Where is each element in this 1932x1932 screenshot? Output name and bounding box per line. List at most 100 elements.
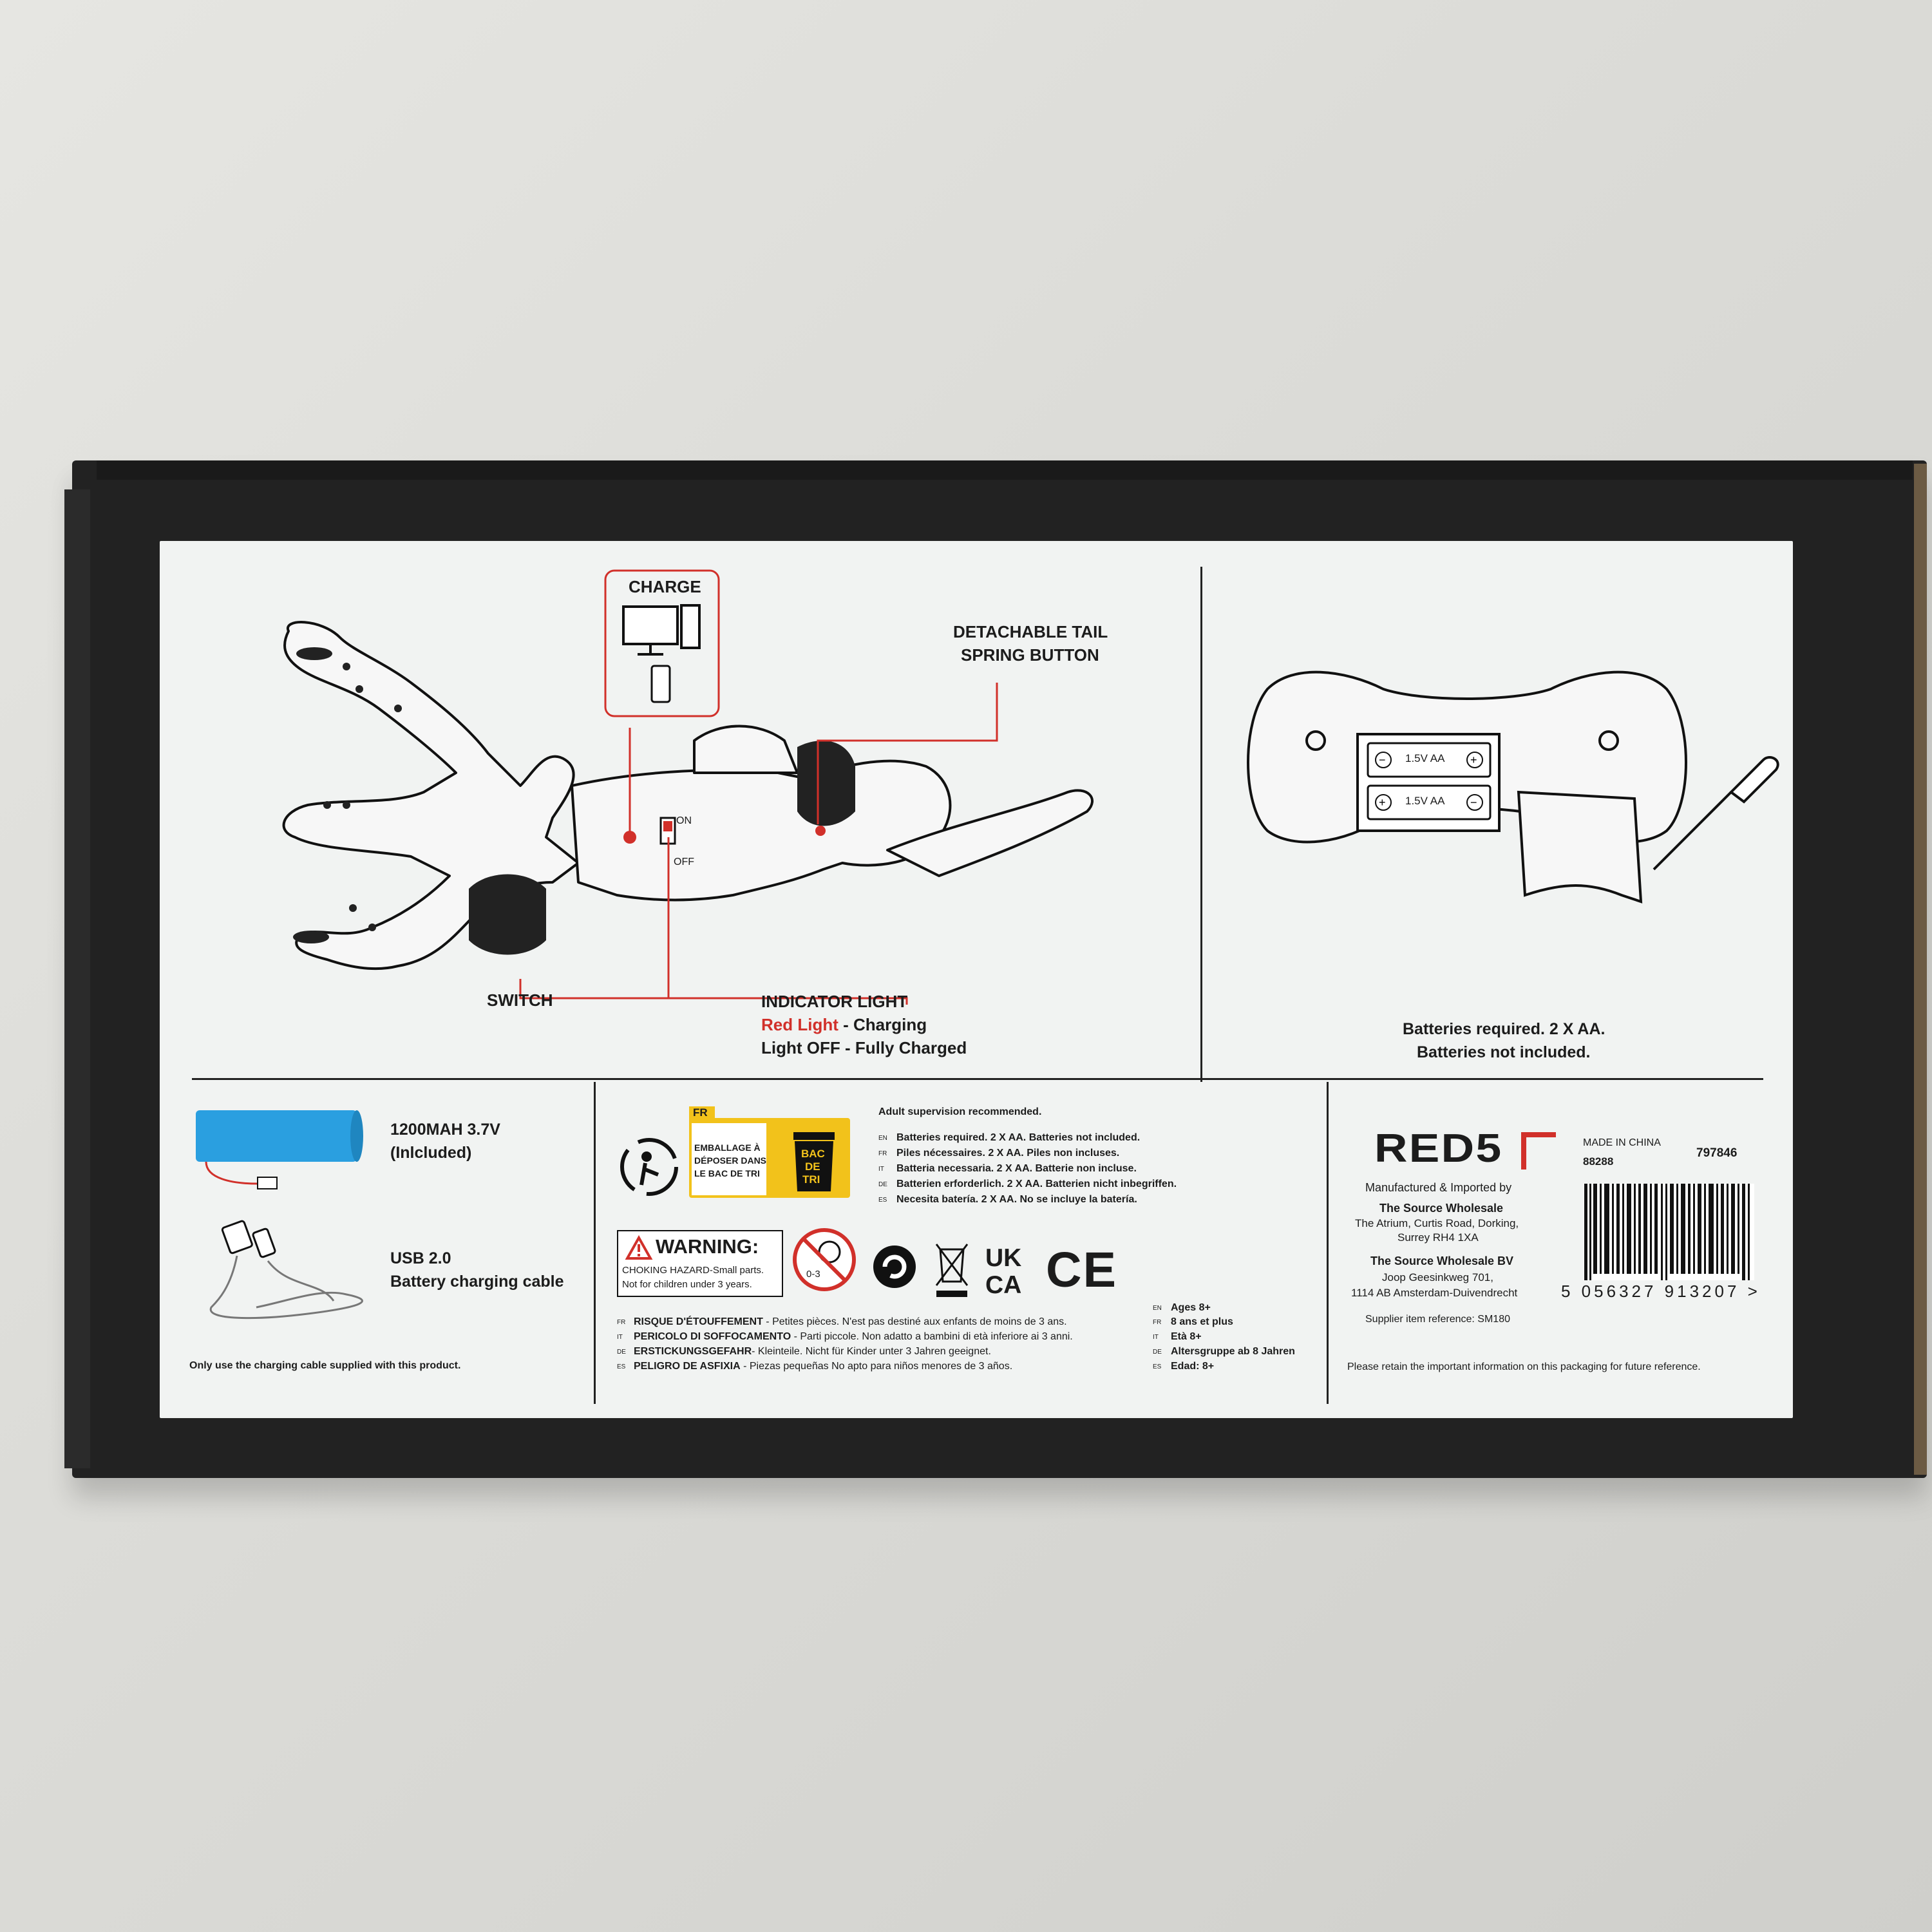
switch-on-label: ON <box>676 815 692 826</box>
indicator-off-line: Light OFF - Fully Charged <box>761 1038 967 1057</box>
choking-de-code: DE <box>617 1349 626 1356</box>
uk-address-1: The Atrium, Curtis Road, Dorking, <box>1355 1217 1519 1229</box>
remote-batteries-not-included: Batteries not included. <box>1417 1043 1591 1061</box>
battery-line-es-code: ES <box>878 1197 887 1204</box>
retain-info-note: Please retain the important information … <box>1347 1361 1701 1372</box>
battery-line-de-code: DE <box>878 1181 887 1188</box>
dinosaur-toy-diagram <box>282 621 1094 1005</box>
remote-control-diagram: − + + − <box>1247 670 1779 904</box>
battery-capacity-label: 1200MAH 3.7V <box>390 1121 500 1139</box>
recycle-text-1: EMBALLAGE À <box>694 1142 761 1153</box>
warning-line2: Not for children under 3 years. <box>622 1279 752 1290</box>
eu-address-1: Joop Geesinkweg 701, <box>1382 1271 1493 1283</box>
red5-logo-accent <box>1521 1132 1556 1170</box>
choking-fr: RISQUE D'ÉTOUFFEMENT - Petites pièces. N… <box>634 1316 1067 1327</box>
age-en: Ages 8+ <box>1171 1302 1211 1313</box>
tail-label-line2: SPRING BUTTON <box>961 645 1099 665</box>
switch-off-label: OFF <box>674 857 694 867</box>
barcode-digits: 5 056327 913207 > <box>1561 1282 1761 1301</box>
age-mark-text: 0-3 <box>806 1269 820 1280</box>
charge-label: CHARGE <box>629 577 701 596</box>
age-de: Altersgruppe ab 8 Jahren <box>1171 1346 1295 1357</box>
weee-bin-icon <box>935 1244 969 1297</box>
indicator-red-rest: - Charging <box>838 1015 927 1034</box>
battery-line-fr: Piles nécessaires. 2 X AA. Piles non inc… <box>896 1148 1120 1159</box>
indicator-red-word: Red Light <box>761 1015 838 1034</box>
battery-line-es: Necesita batería. 2 X AA. No se incluye … <box>896 1194 1137 1205</box>
choking-it: PERICOLO DI SOFFOCAMENTO - Parti piccole… <box>634 1331 1073 1342</box>
product-code-1: 88288 <box>1583 1155 1614 1168</box>
indicator-title: INDICATOR LIGHT <box>761 992 908 1011</box>
age-es-code: ES <box>1153 1363 1162 1370</box>
bac-text-1: BAC <box>801 1148 825 1160</box>
usb-version-label: USB 2.0 <box>390 1249 451 1267</box>
battery-line-de: Batterien erforderlich. 2 X AA. Batterie… <box>896 1179 1177 1189</box>
age-it-code: IT <box>1153 1334 1159 1341</box>
battery-included-label: (Inlcluded) <box>390 1144 472 1162</box>
svg-text:+: + <box>1470 753 1477 766</box>
battery-line-en-code: EN <box>878 1135 887 1142</box>
indicator-red-line: Red Light - Charging <box>761 1015 927 1035</box>
green-dot-icon <box>873 1245 916 1288</box>
usb-cable-label: Battery charging cable <box>390 1273 564 1291</box>
eu-company-name: The Source Wholesale BV <box>1370 1255 1514 1267</box>
ukca-mark-top: UK <box>985 1244 1022 1272</box>
tail-label-line1: DETACHABLE TAIL <box>953 622 1108 641</box>
charge-box <box>604 569 720 717</box>
recycle-text-2: DÉPOSER DANS <box>694 1155 767 1166</box>
charging-cable-note: Only use the charging cable supplied wit… <box>189 1360 461 1371</box>
battery-line-it: Batteria necessaria. 2 X AA. Batterie no… <box>896 1163 1137 1174</box>
battery-cell-2-label: 1.5V AA <box>1405 795 1445 807</box>
age-es: Edad: 8+ <box>1171 1361 1215 1372</box>
manufactured-by: Manufactured & Imported by <box>1365 1181 1512 1194</box>
bac-text-2: DE <box>805 1160 820 1173</box>
recycle-text-3: LE BAC DE TRI <box>694 1168 760 1179</box>
recycle-bin-icon <box>793 1132 835 1191</box>
made-in-label: MADE IN CHINA <box>1583 1137 1661 1148</box>
age-fr-code: FR <box>1153 1319 1162 1326</box>
uk-company-name: The Source Wholesale <box>1379 1202 1504 1215</box>
adult-supervision: Adult supervision recommended. <box>878 1106 1042 1117</box>
age-de-code: DE <box>1153 1349 1162 1356</box>
warning-title: WARNING: <box>656 1235 759 1258</box>
box-left-side <box>64 489 90 1468</box>
svg-text:−: − <box>1470 796 1477 809</box>
divider-diagram-remote <box>1200 567 1202 1082</box>
divider-safety-maker <box>1327 1082 1329 1404</box>
warning-line1: CHOKING HAZARD-Small parts. <box>622 1265 764 1276</box>
triman-recycle-icon <box>620 1138 678 1196</box>
choking-es-code: ES <box>617 1363 626 1370</box>
bac-text-3: TRI <box>802 1173 820 1186</box>
battery-line-it-code: IT <box>878 1166 884 1173</box>
battery-line-en: Batteries required. 2 X AA. Batteries no… <box>896 1132 1141 1143</box>
box-cardboard-edge <box>1914 464 1927 1475</box>
warning-triangle-icon <box>625 1235 653 1260</box>
age-en-code: EN <box>1153 1305 1162 1312</box>
uk-address-2: Surrey RH4 1XA <box>1397 1231 1479 1244</box>
choking-it-code: IT <box>617 1334 623 1341</box>
remote-batteries-required: Batteries required. 2 X AA. <box>1403 1020 1605 1038</box>
choking-fr-code: FR <box>617 1319 626 1326</box>
choking-es: PELIGRO DE ASFIXIA - Piezas pequeñas No … <box>634 1361 1013 1372</box>
box-top-edge <box>97 460 1913 480</box>
ukca-mark-bottom: CA <box>985 1271 1022 1299</box>
age-it: Età 8+ <box>1171 1331 1202 1342</box>
svg-text:+: + <box>1379 796 1386 809</box>
supplier-reference: Supplier item reference: SM180 <box>1365 1314 1510 1325</box>
usb-cable-icon <box>209 1220 363 1320</box>
battery-line-fr-code: FR <box>878 1150 887 1157</box>
warning-box <box>617 1230 783 1297</box>
switch-label: SWITCH <box>487 990 553 1010</box>
divider-horizontal <box>192 1078 1763 1080</box>
red5-logo: RED5 <box>1374 1126 1502 1171</box>
divider-accessories-safety <box>594 1082 596 1404</box>
back-label: CHARGE ON OFF DETACHABLE TAIL SPRING BUT… <box>160 541 1793 1418</box>
ce-mark: CE <box>1046 1242 1117 1298</box>
age-fr: 8 ans et plus <box>1171 1316 1233 1327</box>
eu-address-2: 1114 AB Amsterdam-Duivendrecht <box>1351 1287 1518 1299</box>
recycle-text-box <box>692 1123 766 1195</box>
fr-tag <box>689 1106 715 1121</box>
svg-text:−: − <box>1379 753 1386 766</box>
age-0-3-prohibited-icon <box>793 1228 856 1291</box>
battery-pack-icon <box>196 1110 363 1189</box>
